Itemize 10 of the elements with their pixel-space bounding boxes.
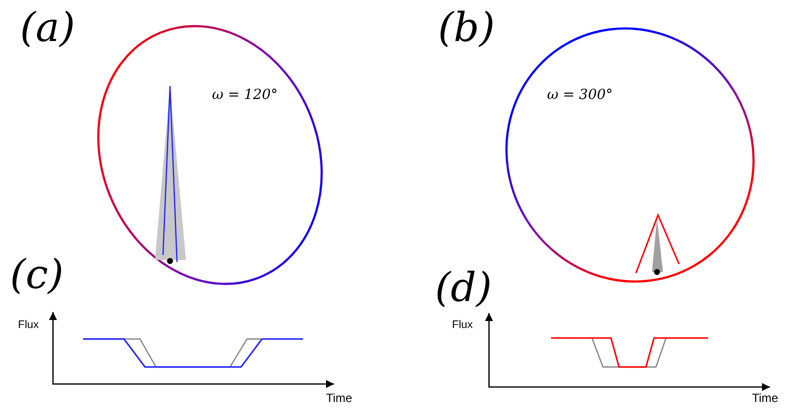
panel-label: (a) — [20, 8, 76, 48]
axis-label: Flux — [18, 320, 39, 331]
panel-label: (c) — [10, 255, 64, 295]
angle-label: ω = 120° — [212, 88, 278, 102]
axis-label: Flux — [452, 320, 473, 331]
panel-label: (b) — [438, 8, 495, 48]
angle-label: ω = 300° — [547, 88, 613, 102]
axis-label: Time — [326, 392, 352, 404]
panel-label: (d) — [435, 268, 492, 308]
axis-label: Time — [752, 392, 778, 404]
